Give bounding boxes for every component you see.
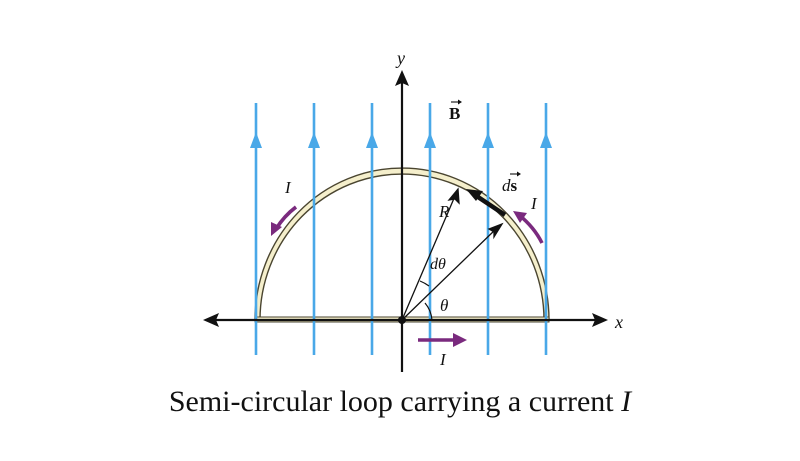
field-label: B <box>449 104 460 123</box>
current-arrows <box>271 205 544 347</box>
figure-caption: Semi-circular loop carrying a current I <box>0 385 800 419</box>
second-radius-arrowhead <box>487 222 504 240</box>
field-arrowhead <box>250 132 262 148</box>
field-arrowhead <box>424 132 436 148</box>
angle-arcs <box>419 280 433 321</box>
radius-line <box>401 195 456 321</box>
field-arrowhead <box>308 132 320 148</box>
field-arrowhead <box>366 132 378 148</box>
radius-lines <box>401 187 504 321</box>
ds-label: ds <box>502 176 518 195</box>
x-axis-label: x <box>614 312 623 332</box>
y-axis-arrowhead <box>395 70 409 86</box>
caption-text: Semi-circular loop carrying a current <box>168 385 622 418</box>
y-axis-label: y <box>395 48 405 68</box>
d-theta-label: dθ <box>430 256 446 273</box>
current-arrowhead-left <box>271 222 282 236</box>
current-label-right: I <box>530 194 538 213</box>
axis-arrowheads <box>203 70 608 327</box>
ds-arrowhead <box>466 189 483 201</box>
caption-symbol: I <box>621 385 632 418</box>
theta-arc <box>424 302 433 321</box>
field-arrowhead <box>482 132 494 148</box>
field-arrowhead <box>540 132 552 148</box>
current-arrowhead-bottom <box>453 333 467 347</box>
radius-arrowhead <box>447 187 460 205</box>
radius-label: R <box>438 202 450 221</box>
labels: y x B R dθ θ ds I I I <box>284 48 623 369</box>
x-axis-arrowhead-right <box>592 313 608 327</box>
d-theta-arc <box>419 280 430 287</box>
axes <box>210 78 600 372</box>
current-label-left: I <box>284 178 292 197</box>
second-radius-line <box>401 227 498 321</box>
current-arrowhead-right <box>513 211 527 223</box>
ds-vector <box>466 189 507 217</box>
field-line-arrowheads <box>250 132 552 148</box>
x-axis-arrowhead-left <box>203 313 219 327</box>
theta-label: θ <box>440 296 448 315</box>
current-label-bottom: I <box>439 350 447 369</box>
